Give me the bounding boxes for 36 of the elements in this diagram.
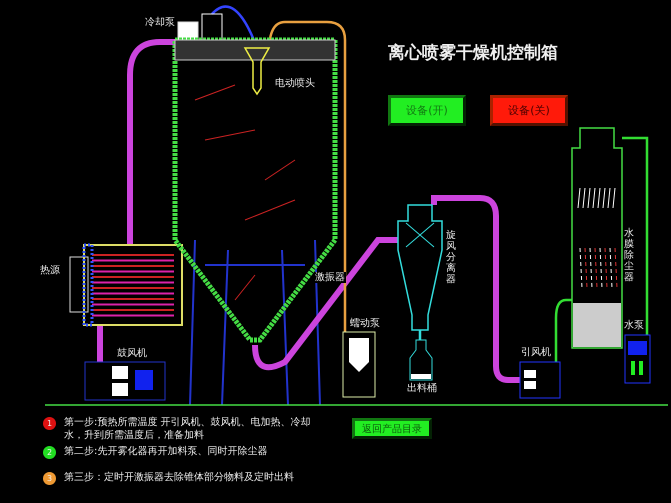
- step-number-badge: 1: [43, 417, 56, 430]
- blower-drawing: [85, 362, 165, 400]
- equipment-label: 热源: [40, 265, 60, 276]
- equipment-label: 蠕动泵: [350, 318, 380, 329]
- step-number-badge: 3: [43, 472, 56, 485]
- power-off-button: 设备(关): [490, 95, 568, 126]
- pipe: [268, 20, 346, 332]
- step-instruction: 第三步：定时开激振器去除锥体部分物料及定时出料: [64, 471, 295, 484]
- equipment-label: 出料桶: [407, 383, 437, 394]
- equipment-label: 电动喷头: [275, 78, 315, 89]
- cyclone-separator-drawing: [398, 205, 442, 330]
- equipment-label: 水泵: [624, 320, 644, 331]
- heater-drawing: [70, 245, 182, 325]
- step-number-badge: 2: [43, 446, 56, 459]
- equipment-label: 鼓风机: [117, 348, 147, 359]
- peristaltic-pump-drawing: [343, 332, 375, 397]
- equipment-label: 水膜除尘器: [624, 228, 634, 283]
- atomizer-nozzle-drawing: [245, 48, 269, 94]
- equipment-label: 旋风分离器: [446, 230, 456, 285]
- pipe: [97, 325, 103, 362]
- pipe: [418, 330, 422, 340]
- pipe: [252, 237, 398, 370]
- water-film-scrubber-drawing: [572, 128, 622, 348]
- equipment-label: 冷却泵: [145, 17, 175, 28]
- induced-fan-drawing: [520, 362, 560, 398]
- equipment-label: 引风机: [521, 347, 551, 358]
- power-on-button: 设备(开): [388, 95, 466, 126]
- equipment-label: 激振器: [314, 272, 346, 283]
- title: 离心喷雾干燥机控制箱: [388, 44, 558, 63]
- pipe: [127, 39, 175, 245]
- water-pump-drawing: [625, 335, 650, 383]
- discharge-bucket-drawing: [410, 340, 432, 380]
- step-instruction: 第二步:先开雾化器再开加料泵、同时开除尘器: [64, 445, 268, 458]
- return-button: 返回产品目录: [352, 418, 432, 439]
- pipe: [622, 136, 648, 335]
- step-instruction: 第一步:预热所需温度 开引风机、鼓风机、电加热、冷却水，升到所需温度后，准备加料: [64, 416, 312, 442]
